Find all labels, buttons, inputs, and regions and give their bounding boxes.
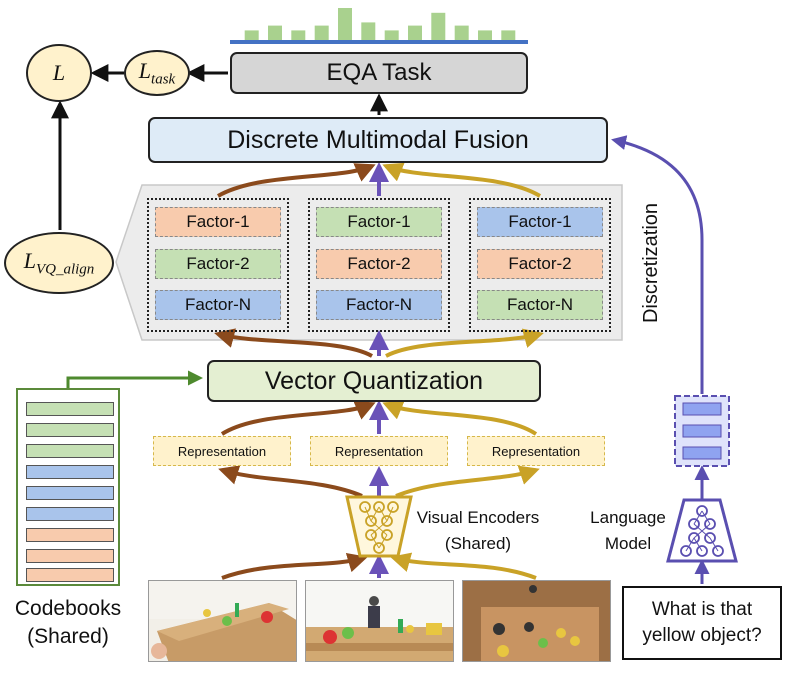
discretization-label: Discretization — [639, 202, 662, 324]
arrow-group1-to-fusion — [217, 163, 376, 198]
factor-group-3 — [469, 198, 611, 332]
factor-g2-1: Factor-1 — [316, 207, 442, 237]
language-model-sublabel: Model — [604, 534, 652, 553]
loss-task: Ltask — [124, 50, 190, 96]
histogram-bar — [431, 12, 446, 41]
loss-total: L — [26, 44, 92, 102]
codebook-entry — [26, 507, 114, 521]
histogram-bar — [244, 30, 259, 40]
histogram-bar — [384, 30, 399, 40]
arrow-image3-to-encoder — [390, 552, 537, 580]
visual-encoders-sublabel: (Shared) — [444, 534, 512, 553]
factor-g3-2: Factor-2 — [477, 249, 603, 279]
vector-quantization-box: Vector Quantization — [207, 360, 541, 402]
language-token-stack — [674, 395, 730, 467]
arrow-vq-to-group1 — [214, 328, 373, 358]
loss-vq-align: LVQ_align — [4, 232, 114, 294]
arrow-rep3-to-vq — [382, 400, 538, 436]
language-model-icon — [666, 498, 738, 563]
arrow-codebooks-to-vq — [66, 370, 203, 388]
representation-1: Representation — [153, 436, 291, 466]
codebook-entry — [26, 402, 114, 416]
representation-2: Representation — [310, 436, 448, 466]
arrow-encoder-to-rep3 — [395, 465, 540, 498]
visual-encoders-label: Visual Encoders — [416, 508, 540, 527]
histogram-bar — [478, 30, 492, 40]
codebooks-panel — [16, 388, 120, 586]
factor-g1-n: Factor-N — [155, 290, 281, 320]
factor-g1-2: Factor-2 — [155, 249, 281, 279]
arrow-image1-to-encoder — [221, 552, 368, 580]
loss-task-label: Ltask — [138, 57, 176, 88]
loss-total-label: L — [52, 60, 66, 85]
codebook-entry — [26, 465, 114, 479]
codebook-entry — [26, 568, 114, 582]
codebook-entry — [26, 423, 114, 437]
histogram-bar — [361, 22, 376, 40]
histogram-bar — [338, 8, 352, 40]
factor-g3-n: Factor-N — [477, 290, 603, 320]
histogram-bar — [454, 25, 469, 40]
representation-3: Representation — [467, 436, 605, 466]
question-box: What is that yellow object? — [622, 586, 782, 660]
histogram-bar — [268, 25, 282, 40]
codebooks-label: Codebooks — [14, 597, 122, 620]
factor-group-1 — [147, 198, 289, 332]
codebooks-sublabel: (Shared) — [27, 625, 109, 648]
arrow-vq-to-group3 — [385, 328, 544, 358]
arrow-tokens-to-fusion — [611, 135, 704, 394]
arrow-encoder-to-rep1 — [218, 465, 363, 498]
visual-encoder-icon — [345, 495, 413, 558]
arrow-group3-to-fusion — [382, 162, 542, 198]
factor-g2-n: Factor-N — [316, 290, 442, 320]
factor-g3-1: Factor-1 — [477, 207, 603, 237]
arrow-rep1-to-vq — [220, 401, 376, 436]
histogram-bar — [314, 25, 329, 40]
histogram-bar — [408, 25, 422, 40]
eqa-task-box: EQA Task — [230, 52, 528, 94]
scene-image-2 — [305, 580, 454, 662]
codebook-entry — [26, 444, 114, 458]
loss-vq-align-label: LVQ_align — [23, 247, 95, 278]
codebook-entry — [26, 528, 114, 542]
histogram-bar — [501, 30, 516, 40]
factor-group-2 — [308, 198, 450, 332]
answer-histogram — [244, 8, 516, 41]
codebook-entry — [26, 549, 114, 563]
language-model-label: Language — [590, 508, 666, 527]
scene-image-1 — [148, 580, 297, 662]
histogram-bar — [291, 30, 306, 40]
factor-g1-1: Factor-1 — [155, 207, 281, 237]
codebook-entry — [26, 486, 114, 500]
fusion-box: Discrete Multimodal Fusion — [148, 117, 608, 163]
scene-image-3 — [462, 580, 611, 662]
factor-g2-2: Factor-2 — [316, 249, 442, 279]
